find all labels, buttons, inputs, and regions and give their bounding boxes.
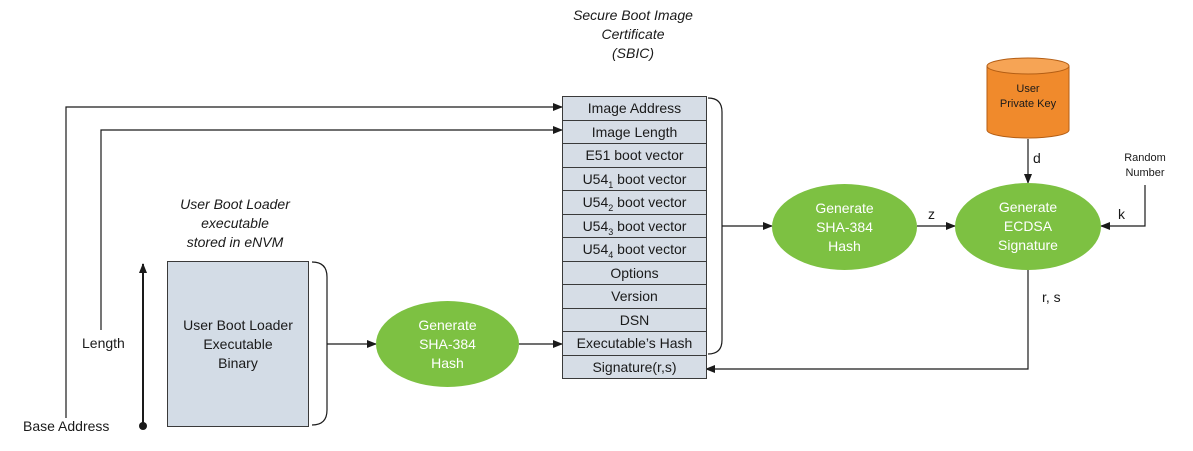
- ecdsa-oval: Generate ECDSA Signature: [955, 183, 1101, 270]
- sbic-row-u54-3-boot-vector: U543 boot vector: [563, 214, 706, 238]
- executable-brace: [311, 261, 328, 426]
- ubl-box-line: Executable: [203, 335, 273, 352]
- sbic-brace: [707, 97, 723, 355]
- oval-line: Generate: [998, 199, 1058, 215]
- sbic-title-line: Certificate: [601, 26, 665, 42]
- oval-line: Hash: [828, 237, 861, 254]
- sbic-row-image-address: Image Address: [563, 97, 706, 121]
- sbic-row-dsn: DSN: [563, 308, 706, 332]
- private-key-line: Private Key: [999, 98, 1057, 110]
- sbic-title-line: Secure Boot Image: [573, 7, 693, 23]
- oval-line: SHA-384: [816, 218, 873, 235]
- sbic-row-signature: Signature(r,s): [563, 355, 706, 378]
- hash-oval-right: Generate SHA-384 Hash: [772, 184, 917, 270]
- ubl-caption-line: User Boot Loader: [180, 196, 290, 212]
- oval-line: ECDSA: [1003, 218, 1053, 234]
- ubl-box-line: User Boot Loader: [183, 316, 293, 333]
- sbic-table: Image Address Image Length E51 boot vect…: [562, 96, 707, 379]
- sbic-row-u54-1-boot-vector: U541 boot vector: [563, 167, 706, 191]
- oval-line: Generate: [418, 316, 477, 333]
- sbic-row-image-length: Image Length: [563, 120, 706, 144]
- random-number-label: Random Number: [1110, 151, 1180, 181]
- base-address-label: Base Address: [23, 418, 110, 434]
- ubl-caption-line: stored in eNVM: [186, 234, 284, 250]
- ubl-box-line: Binary: [218, 354, 258, 371]
- sbic-row-version: Version: [563, 285, 706, 309]
- random-number-line: Number: [1125, 167, 1165, 179]
- length-connector: [100, 126, 563, 330]
- oval-line: Signature: [998, 237, 1058, 253]
- oval-line: SHA-384: [419, 335, 476, 352]
- sbic-row-u54-2-boot-vector: U542 boot vector: [563, 191, 706, 215]
- ecdsa-to-signature-arrow: [705, 270, 1029, 373]
- sbic-title-line: (SBIC): [612, 45, 654, 61]
- private-key-line: User: [1016, 83, 1040, 95]
- ubl-executable-box: User Boot Loader Executable Binary: [167, 261, 309, 427]
- sbic-row-executables-hash: Executable’s Hash: [563, 332, 706, 356]
- sbic-title: Secure Boot Image Certificate (SBIC): [548, 6, 718, 63]
- rs-label: r, s: [1042, 289, 1061, 305]
- length-arrow-origin: [139, 422, 147, 430]
- k-label: k: [1118, 206, 1125, 222]
- random-to-ecdsa-arrow: [1100, 185, 1146, 230]
- z-label: z: [928, 206, 935, 222]
- oval-line: Hash: [431, 354, 464, 371]
- random-number-line: Random: [1124, 152, 1166, 164]
- private-key-label: User Private Key: [987, 82, 1069, 112]
- sbic-row-u54-4-boot-vector: U544 boot vector: [563, 238, 706, 262]
- ubl-caption-line: executable: [201, 215, 269, 231]
- hash-oval-left: Generate SHA-384 Hash: [376, 301, 519, 387]
- sbic-row-options: Options: [563, 261, 706, 285]
- length-label: Length: [82, 335, 125, 351]
- base-address-connector: [65, 103, 563, 418]
- d-label: d: [1033, 150, 1041, 166]
- sbic-row-e51-boot-vector: E51 boot vector: [563, 144, 706, 168]
- oval-line: Generate: [815, 199, 874, 216]
- private-key-cylinder: [986, 57, 1070, 139]
- ubl-caption: User Boot Loader executable stored in eN…: [150, 195, 320, 252]
